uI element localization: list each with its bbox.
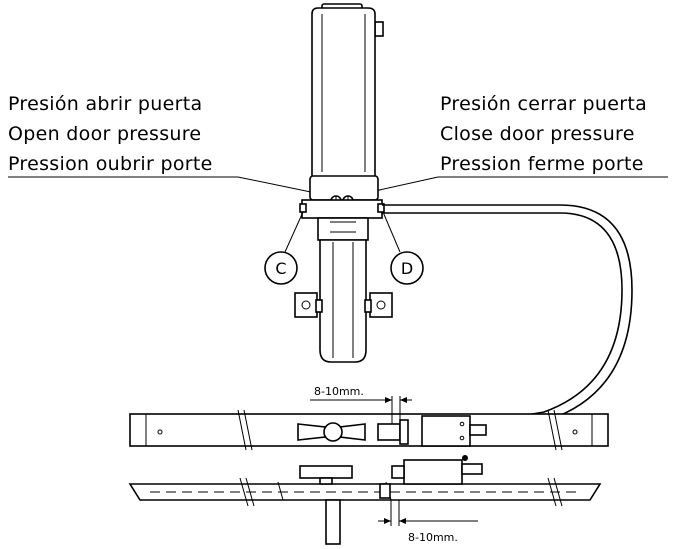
hose-outer — [382, 204, 633, 431]
handle-right-wing — [339, 423, 366, 441]
label-close-en: Close door pressure — [440, 123, 635, 145]
break-mark-left — [239, 477, 255, 507]
handle-left-wing — [297, 423, 326, 441]
rail-hole — [157, 429, 163, 435]
valve-side-fitting — [461, 463, 483, 475]
callout-c: C — [264, 211, 304, 285]
callout-c-circle — [264, 251, 298, 285]
callout-d-leader — [382, 211, 401, 253]
callout-d-label: D — [401, 259, 413, 278]
callout-c-leader — [284, 211, 304, 253]
mount-ear-left — [294, 292, 318, 318]
left-label-group: Presión abrir puerta Open door pressure … — [8, 93, 336, 198]
dim-arrow — [399, 518, 406, 524]
dim-arrow — [384, 518, 391, 524]
dimension-top: 8-10mm. — [310, 385, 412, 424]
closer-body — [294, 3, 393, 363]
flange-tab-right — [377, 203, 385, 213]
valve-block-side-plate — [391, 465, 405, 479]
top-rail — [129, 409, 609, 451]
hydraulic-hose — [382, 204, 633, 431]
mount-ear-right — [369, 292, 393, 318]
connector-screw — [459, 435, 465, 441]
label-close-es: Presión cerrar puerta — [440, 93, 647, 115]
hose-connector-block — [421, 415, 471, 447]
rail-plan-body — [129, 413, 609, 447]
callout-d-circle — [390, 251, 424, 285]
handle-hub — [323, 422, 343, 442]
valve-block-side — [403, 459, 463, 485]
valve-block-plate — [399, 419, 409, 445]
callout-c-label: C — [275, 259, 286, 278]
dimension-top-label: 8-10mm. — [314, 385, 364, 398]
valve-block — [377, 423, 401, 441]
valve-side-pin — [462, 455, 468, 461]
label-open-en: Open door pressure — [8, 123, 201, 145]
flange-tab-left — [299, 203, 307, 213]
dim-arrow — [400, 397, 407, 403]
break-mark-right — [547, 409, 563, 451]
mount-hole-left — [301, 300, 311, 310]
spindle — [325, 499, 341, 545]
handle-top — [299, 465, 353, 479]
bottom-rail — [128, 455, 602, 545]
mounting-flange — [301, 199, 383, 219]
side-fitting — [374, 21, 384, 37]
dimension-bottom: 8-10mm. — [378, 500, 478, 544]
break-mark-right — [547, 477, 563, 507]
valve-side-stud — [379, 483, 391, 499]
label-open-fr: Pression oubrir porte — [8, 153, 213, 175]
break-mark-left — [237, 409, 253, 451]
valve-collar — [309, 175, 379, 201]
hose-inner — [382, 212, 623, 423]
mount-hole-right — [376, 300, 386, 310]
ear-link-left — [315, 299, 323, 313]
callout-d: D — [382, 211, 424, 285]
rail-hole — [572, 429, 578, 435]
dimension-bottom-label: 8-10mm. — [408, 531, 458, 544]
ear-link-right — [364, 299, 372, 313]
closer-neck — [317, 217, 369, 241]
handle-stem — [319, 477, 333, 485]
connector-screw — [459, 421, 465, 427]
hose-fitting — [469, 424, 487, 436]
right-label-group: Presión cerrar puerta Close door pressur… — [347, 93, 668, 198]
dim-arrow — [385, 397, 392, 403]
lower-body — [319, 239, 367, 363]
main-cylinder — [311, 7, 376, 179]
label-close-fr: Pression ferme porte — [440, 153, 644, 175]
label-open-es: Presión abrir puerta — [8, 93, 202, 115]
